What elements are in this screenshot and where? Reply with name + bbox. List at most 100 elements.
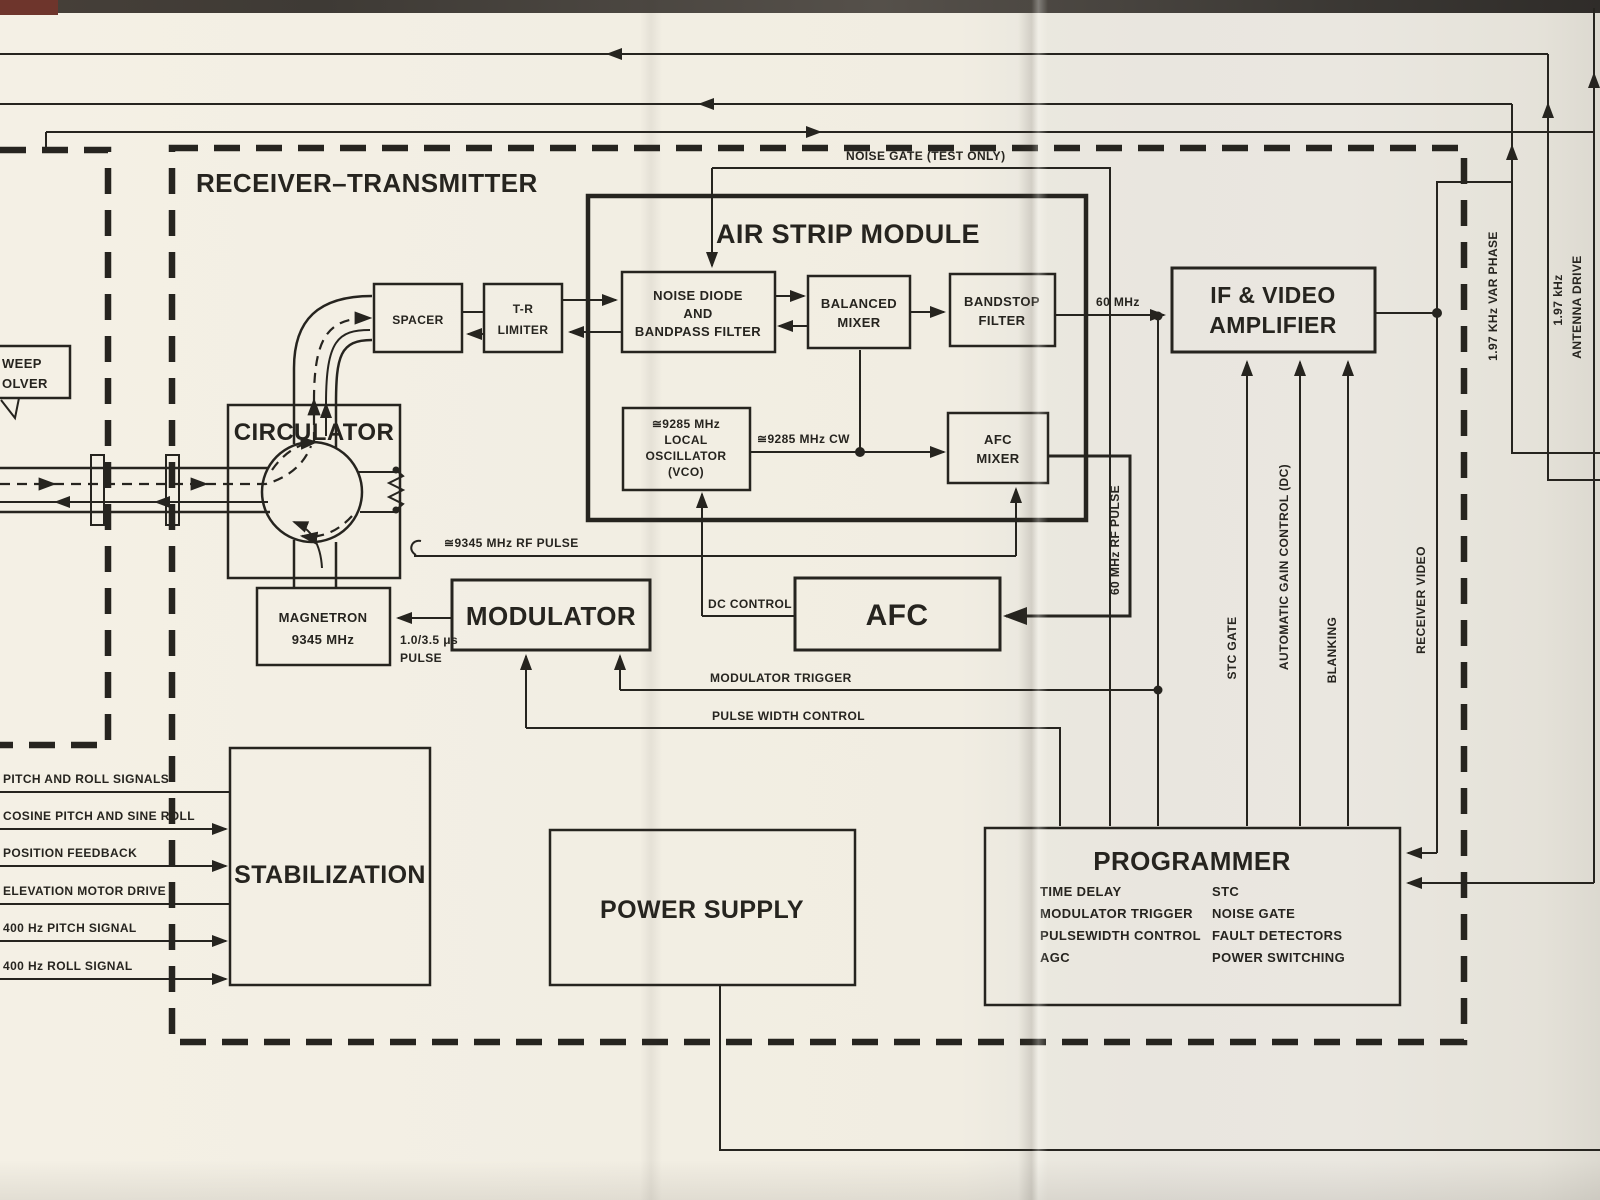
bend-inner-wall [334,338,373,448]
air-strip-module-box [585,193,1089,523]
label-antenna-drive: ANTENNA DRIVE [1570,255,1584,358]
programmer-box [983,826,1402,1007]
local-osc-l4: (VCO) [668,465,704,479]
magnetron-l1: MAGNETRON [279,610,368,625]
bend-dashed-path [312,311,373,401]
local-osc-l3: OSCILLATOR [646,449,727,463]
spacer-box [372,282,464,354]
wire-197khz-down [1547,134,1600,481]
bend-outer-wall [292,294,373,444]
wire-60mhz-rf-pulse [1003,454,1132,625]
noise-diode-l1: NOISE DIODE [653,288,743,303]
waveguide-dashed-c [206,445,313,486]
balanced-mixer-l2: MIXER [837,315,880,330]
afc-mixer-l1: AFC [984,432,1012,447]
sweep-resolver-box [0,344,72,400]
sweep-resolver-l2: OLVER [2,376,48,391]
receiver-transmitter-dashed-border [168,144,1468,1046]
tr-limiter-l2: LIMITER [498,323,549,337]
if-video-amplifier-box [1170,266,1377,354]
wire-varphase-down [1511,182,1600,454]
circulator-ring [260,440,364,544]
label-stc-gate: STC GATE [1225,617,1239,680]
afc-mixer-box [946,411,1050,485]
stab-input-label-4: ELEVATION MOTOR DRIVE [3,884,166,898]
tr-limiter-l1: T-R [513,302,534,316]
modulator-box [450,578,652,652]
probe-hook [410,539,422,556]
power-supply-box [548,828,857,987]
label-blanking: BLANKING [1325,617,1339,684]
spacer-label: SPACER [392,313,444,327]
load-resistor [386,469,406,511]
left-unit-dashed-border [0,146,112,749]
power-supply-label: POWER SUPPLY [600,896,804,924]
bend-solid-path [325,329,371,405]
stab-input-label-5: 400 Hz PITCH SIGNAL [3,921,137,935]
programmer-item-agc: AGC [1040,950,1070,965]
stab-input-label-1: PITCH AND ROLL SIGNALS [3,772,169,786]
programmer-item-fault-detectors: FAULT DETECTORS [1212,928,1342,943]
photo-corner-artifact [0,0,58,15]
local-osc-l1: ≅9285 MHz [652,417,720,431]
programmer-title: PROGRAMMER [1093,846,1291,876]
junction-mt [1153,685,1163,695]
junction-60mhz-tap [1153,311,1163,321]
afc-label: AFC [866,599,929,632]
label-noise-gate: NOISE GATE (TEST ONLY) [846,149,1005,163]
label-dc-control: DC CONTROL [708,597,792,611]
programmer-item-pulsewidth-control: PULSEWIDTH CONTROL [1040,928,1201,943]
wire-pulse-width-control [526,727,1061,826]
if-video-l1: IF & VIDEO [1210,282,1335,308]
noise-diode-box [620,270,777,354]
junction-if-output [1432,308,1442,318]
programmer-item-power-switching: POWER SWITCHING [1212,950,1345,965]
resistor-terminal-bottom [392,506,400,514]
air-strip-module-title: AIR STRIP MODULE [716,219,980,249]
wire-power-supply-out [719,985,1600,1151]
junction-cw [855,447,865,457]
label-9285-cw: ≅9285 MHz CW [757,432,850,446]
afc-mixer-l2: MIXER [976,451,1019,466]
wire-noise-gate [712,167,1111,826]
receiver-transmitter-title: RECEIVER–TRANSMITTER [196,168,538,198]
label-pulse-width-control: PULSE WIDTH CONTROL [712,709,865,723]
programmer-item-time-delay: TIME DELAY [1040,884,1122,899]
bandstop-filter-box [948,272,1057,348]
circulator-arrow3 [292,521,323,569]
stab-input-label-6: 400 Hz ROLL SIGNAL [3,959,133,973]
stabilization-box [228,746,432,987]
label-rf-pulse-9345: ≅9345 MHz RF PULSE [444,536,579,550]
waveguide-flange1 [90,454,105,526]
label-60mhz: 60 MHz [1096,295,1140,309]
stab-input-label-2: COSINE PITCH AND SINE ROLL [3,809,195,823]
wire-receiver-video-up [1436,181,1512,313]
label-197-khz: 1.97 kHz [1551,274,1565,325]
stab-input-label-3: POSITION FEEDBACK [3,846,137,860]
tr-limiter-box [482,282,564,354]
programmer-item-modulator-trigger: MODULATOR TRIGGER [1040,906,1193,921]
noise-diode-l3: BANDPASS FILTER [635,324,761,339]
label-agc-dc: AUTOMATIC GAIN CONTROL (DC) [1277,464,1291,670]
label-pulse-word: PULSE [400,651,442,665]
balanced-mixer-l1: BALANCED [821,296,897,311]
balanced-mixer-box [806,274,912,350]
resistor-terminal-top [392,466,400,474]
magnetron-box [255,586,392,667]
waveguide-flange2 [165,454,180,526]
stabilization-label: STABILIZATION [234,861,426,889]
local-osc-l2: LOCAL [664,433,707,447]
label-var-phase: 1.97 KHz VAR PHASE [1486,231,1500,361]
programmer-item-stc: STC [1212,884,1239,899]
label-modulator-trigger: MODULATOR TRIGGER [710,671,852,685]
afc-box [793,576,1002,652]
noise-diode-l2: AND [683,306,712,321]
label-receiver-video: RECEIVER VIDEO [1414,546,1428,654]
circulator-arrow2 [299,515,353,545]
programmer-item-noise-gate: NOISE GATE [1212,906,1295,921]
photo-top-edge [0,0,1600,13]
modulator-label: MODULATOR [466,601,636,631]
label-60mhz-rf-pulse: 60 MHz RF PULSE [1108,485,1122,595]
